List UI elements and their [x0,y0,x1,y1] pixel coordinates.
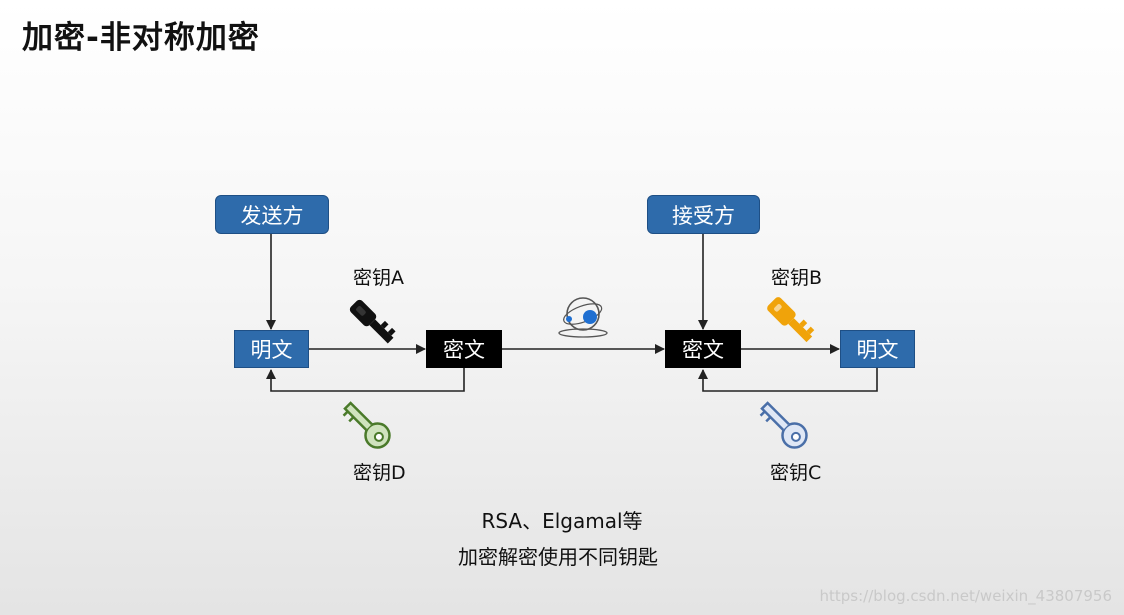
globe-network-icon [558,297,608,338]
slide-title: 加密-非对称加密 [22,20,260,56]
ciphertext-left-box: 密文 [426,330,502,368]
plaintext-left-label: 明文 [250,338,293,362]
ciphertext-right-label: 密文 [682,338,724,362]
plaintext-right-label: 明文 [856,338,899,362]
key-d-icon [342,401,391,449]
sender-label: 发送方 [240,203,304,228]
key-d-label: 密钥D [353,462,406,484]
key-a-label: 密钥A [353,267,404,289]
key-b-label: 密钥B [771,267,823,289]
ciphertext-right-box: 密文 [665,330,741,368]
arrow-plaintext-back-to-ciphertext [698,368,878,392]
arrow-ciphertext-back-to-plaintext [266,368,465,392]
plaintext-right-box: 明文 [840,330,915,368]
key-c-icon [759,401,808,449]
key-c-label: 密钥C [770,462,822,484]
receiver-label: 接受方 [672,203,735,228]
description-note: 加密解密使用不同钥匙 [458,545,658,569]
algorithm-note: RSA、Elgamal等 [481,509,643,533]
key-a-icon [349,299,396,344]
receiver-box: 接受方 [647,195,760,234]
watermark: https://blog.csdn.net/weixin_43807956 [819,587,1112,605]
sender-box: 发送方 [215,195,329,234]
key-b-icon [767,297,815,343]
plaintext-left-box: 明文 [234,330,309,368]
ciphertext-left-label: 密文 [443,338,485,362]
